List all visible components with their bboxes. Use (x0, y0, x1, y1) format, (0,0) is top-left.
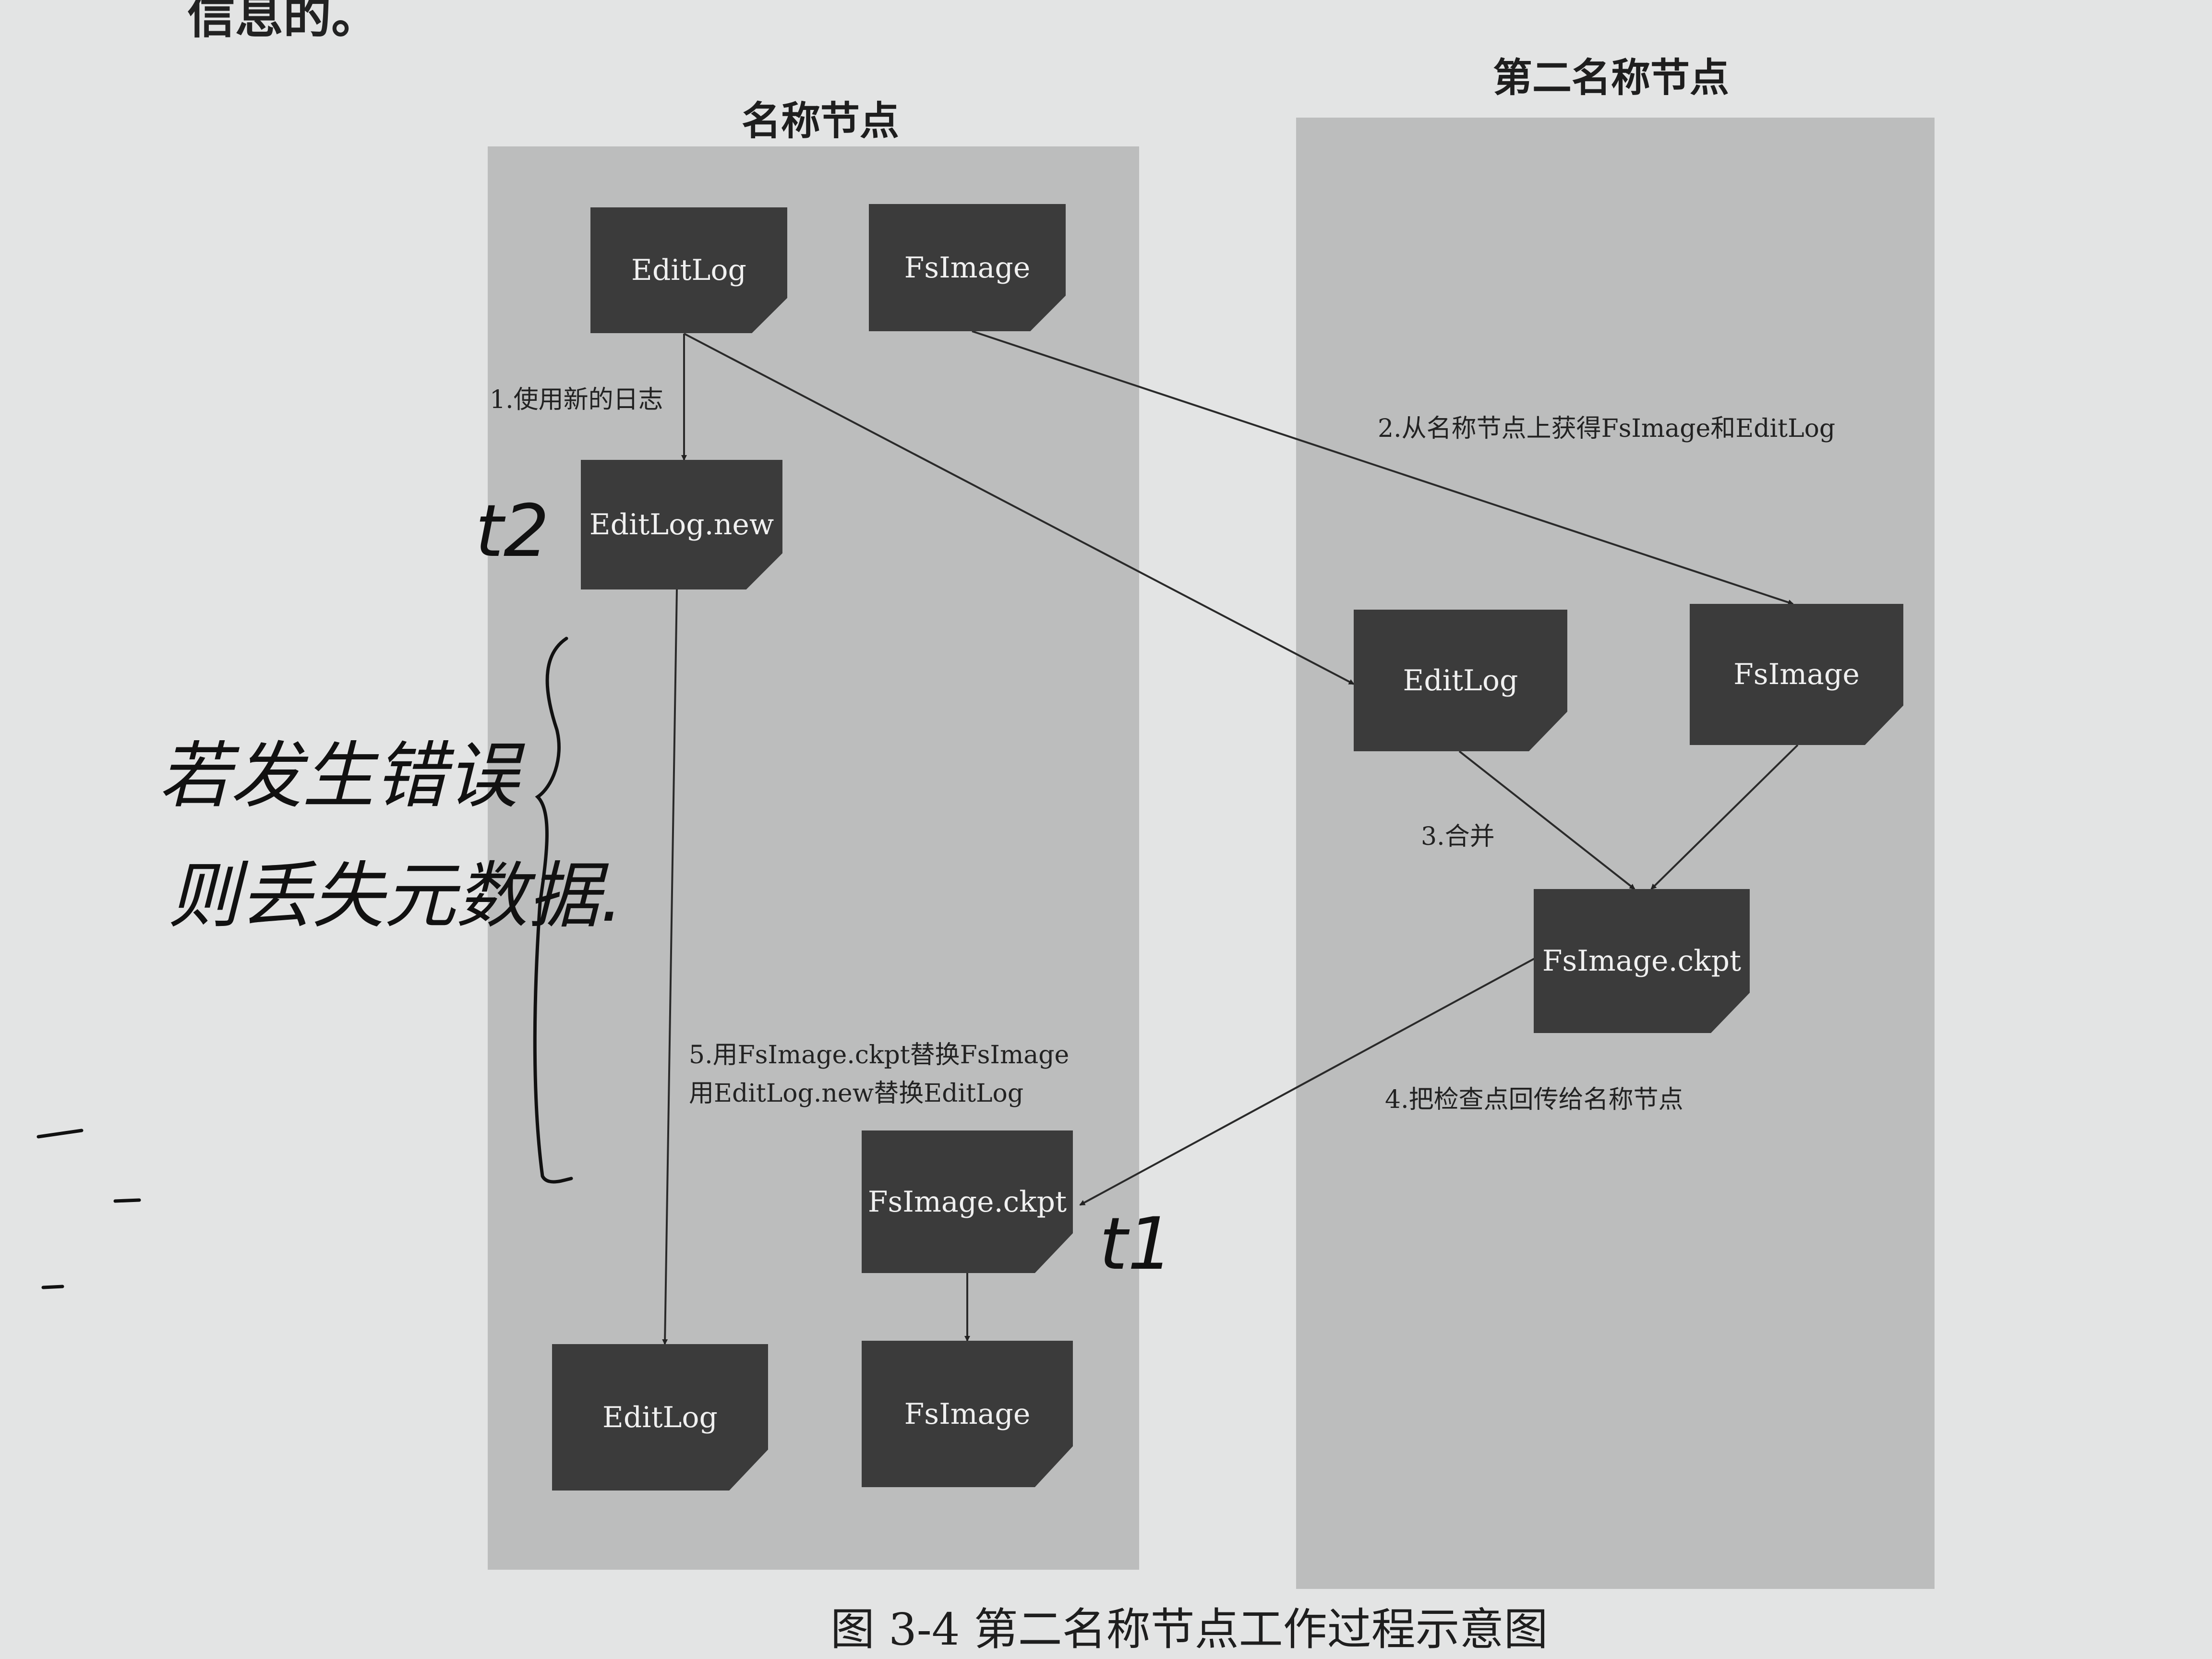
side-mark-1 (36, 1129, 84, 1139)
arrow-fsimage-to-snn-fsimage (972, 330, 1794, 605)
nn-editlog-node: EditLog (590, 207, 787, 333)
arrow-snn-editlog-to-ckpt (1458, 750, 1635, 890)
step2-label: 2.从名称节点上获得FsImage和EditLog (1378, 414, 1836, 443)
snn-editlog-label: EditLog (1403, 663, 1518, 697)
arrow-editlog-to-snn-editlog (684, 333, 1355, 685)
handwritten-t2: t2 (475, 490, 550, 573)
brace-path (533, 637, 573, 1184)
step5-label-line2: 用EditLog.new替换EditLog (689, 1079, 1024, 1108)
handwritten-note-line1: 若发生错误 (158, 734, 519, 818)
secondary-lane-title: 第二名称节点 (1493, 55, 1730, 101)
nn-editlog-label: EditLog (631, 253, 746, 287)
top-text-fragment: 信息的。 (187, 0, 379, 44)
namenode-lane (488, 146, 1139, 1570)
snn-fsimage-label: FsImage (1733, 658, 1860, 691)
arrow-ckpt-return (1079, 957, 1537, 1206)
arrow-editlog-new-down (662, 589, 678, 1345)
side-mark-2 (41, 1285, 64, 1289)
step4-label: 4.把检查点回传给名称节点 (1385, 1085, 1683, 1114)
snn-fsimage-node: FsImage (1690, 604, 1903, 745)
step3-label: 3.合并 (1421, 822, 1495, 851)
handwritten-brace (36, 637, 573, 1289)
secondary-namenode-lane (1296, 118, 1935, 1589)
nn-editlog-final-node: EditLog (552, 1344, 768, 1491)
nn-fsimage-ckpt-node: FsImage.ckpt (862, 1130, 1073, 1273)
side-mark-3 (113, 1198, 141, 1203)
arrow-snn-fsimage-to-ckpt (1650, 744, 1799, 890)
nn-editlog-new-label: EditLog.new (589, 508, 774, 541)
figure-caption: 图 3-4 第二名称节点工作过程示意图 (830, 1604, 1548, 1655)
nn-fsimage-node: FsImage (869, 204, 1066, 331)
nn-fsimage-final-label: FsImage (904, 1397, 1031, 1431)
namenode-lane-title: 名称节点 (742, 98, 900, 144)
step1-label: 1.使用新的日志 (490, 385, 663, 414)
nn-fsimage-ckpt-label: FsImage.ckpt (867, 1185, 1067, 1219)
nn-fsimage-label: FsImage (904, 251, 1031, 285)
nn-fsimage-final-node: FsImage (862, 1341, 1073, 1487)
snn-fsimage-ckpt-label: FsImage.ckpt (1542, 944, 1742, 978)
nn-editlog-final-label: EditLog (602, 1400, 718, 1434)
snn-fsimage-ckpt-node: FsImage.ckpt (1534, 889, 1750, 1033)
step5-label-line1: 5.用FsImage.ckpt替换FsImage (689, 1041, 1070, 1070)
nn-editlog-new-node: EditLog.new (581, 460, 782, 589)
handwritten-note-line2: 则丢失元数据. (168, 854, 623, 938)
handwritten-t1: t1 (1099, 1202, 1174, 1286)
snn-editlog-node: EditLog (1354, 610, 1567, 751)
